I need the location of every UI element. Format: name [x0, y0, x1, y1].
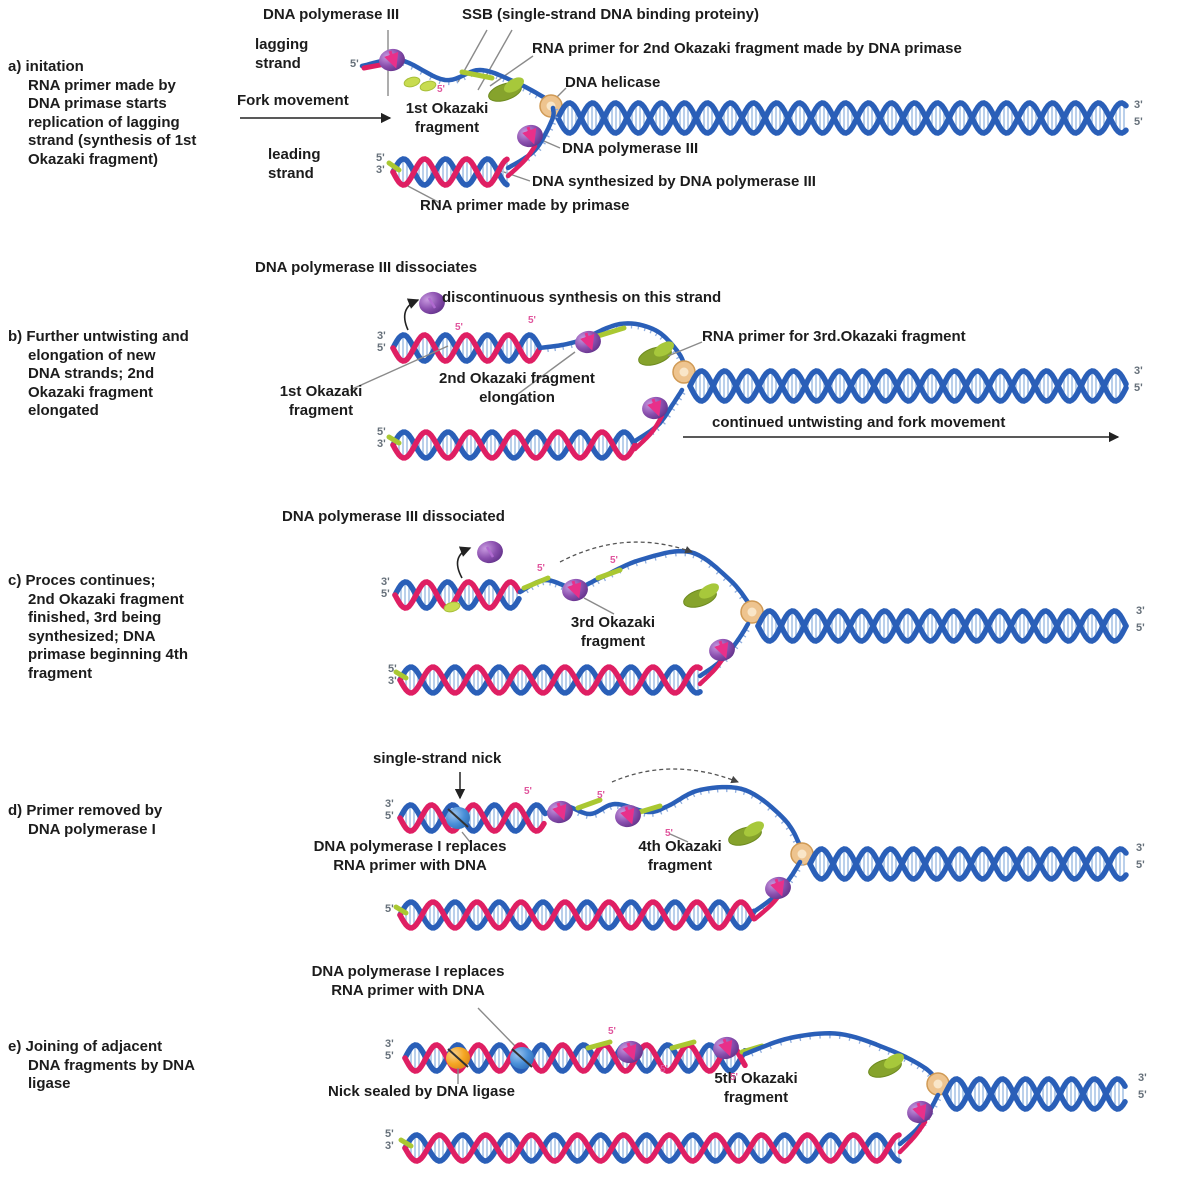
- label-dna-polymerase-iii-mid: DNA polymerase III: [562, 140, 699, 157]
- strand-end-35: 3' 5': [381, 576, 390, 601]
- strand-end-53: 5' 3': [377, 426, 386, 451]
- strand-end-5: 5': [1134, 116, 1143, 128]
- label-continued-untwisting: continued untwisting and fork movement: [712, 414, 1006, 431]
- label-rna-primer-3rd: RNA primer for 3rd.Okazaki fragment: [702, 328, 966, 345]
- label-nick-sealed: Nick sealed by DNA ligase: [328, 1083, 516, 1100]
- strand-end-3: 3': [1136, 605, 1145, 617]
- label-dna-synthesized: DNA synthesized by DNA polymerase III: [532, 173, 816, 190]
- label-fork-movement: Fork movement: [237, 92, 349, 109]
- prime5-mark: 5': [660, 1064, 668, 1075]
- label-pol3-dissociated: DNA polymerase III dissociated: [282, 508, 505, 525]
- label-leading-strand: leading strand: [268, 146, 321, 182]
- strand-end-5: 5': [1134, 382, 1143, 394]
- label-ssb: SSB (single-strand DNA binding proteiny): [462, 6, 759, 23]
- caption-b: b) Further untwisting and elongation of …: [8, 328, 189, 420]
- strand-end-5: 5': [385, 903, 394, 915]
- label-3rd-okazaki: 3rd Okazaki fragment: [570, 614, 656, 650]
- prime5-mark: 5': [537, 563, 545, 574]
- strand-end-3: 3': [1136, 842, 1145, 854]
- caption-e: e) Joining of adjacent DNA fragments by …: [8, 1038, 195, 1093]
- caption-c: c) Proces continues; 2nd Okazaki fragmen…: [8, 572, 189, 682]
- label-5th-okazaki: 5th Okazaki fragment: [714, 1070, 798, 1106]
- label-single-strand-nick: single-strand nick: [373, 750, 502, 767]
- prime5-mark: 5': [665, 828, 673, 839]
- label-rna-primer-primase: RNA primer made by primase: [420, 197, 630, 214]
- label-2nd-okazaki: 2nd Okazaki fragment elongation: [439, 370, 595, 406]
- prime5-mark: 5': [610, 555, 618, 566]
- strand-end-53: 5' 3': [376, 152, 385, 177]
- prime5-mark: 5': [608, 1026, 616, 1037]
- strand-end-53: 5' 3': [385, 1128, 394, 1153]
- label-dna-polymerase-iii-top: DNA polymerase III: [263, 6, 400, 23]
- label-pol3-dissociates: DNA polymerase III dissociates: [255, 259, 478, 276]
- strand-end-35: 3' 5': [385, 1038, 394, 1063]
- prime5-mark: 5': [528, 315, 536, 326]
- strand-end-35: 3' 5': [385, 798, 394, 823]
- strand-end-53: 5' 3': [388, 663, 397, 688]
- caption-d: d) Primer removed by DNA polymerase I: [8, 802, 163, 838]
- strand-end-5: 5': [1136, 622, 1145, 634]
- prime5-mark: 5': [597, 790, 605, 801]
- prime5-mark: 5': [730, 1072, 738, 1083]
- prime5-mark: 5': [524, 786, 532, 797]
- caption-a: a) initation RNA primer made by DNA prim…: [8, 58, 197, 168]
- prime5-mark: 5': [437, 84, 445, 95]
- label-1st-okazaki-b: 1st Okazaki fragment: [279, 383, 363, 419]
- label-pol1-replaces-d: DNA polymerase I replaces RNA primer wit…: [313, 838, 507, 874]
- strand-end-3: 3': [1134, 365, 1143, 377]
- strand-end-3: 3': [1134, 99, 1143, 111]
- label-dna-helicase: DNA helicase: [565, 74, 661, 91]
- label-4th-okazaki: 4th Okazaki fragment: [638, 838, 722, 874]
- prime5-mark: 5': [455, 322, 463, 333]
- prime5-mark: 5': [350, 58, 359, 70]
- label-pol1-replaces-e: DNA polymerase I replaces RNA primer wit…: [311, 963, 505, 999]
- strand-end-35: 3' 5': [377, 330, 386, 355]
- label-lagging-strand: lagging strand: [255, 36, 309, 72]
- strand-end-5: 5': [1136, 859, 1145, 871]
- label-1st-okazaki: 1st Okazaki fragment: [405, 100, 489, 136]
- label-discontinuous: discontinuous synthesis on this strand: [442, 289, 722, 306]
- strand-end-3: 3': [1138, 1072, 1147, 1084]
- strand-end-5: 5': [1138, 1089, 1147, 1101]
- label-rna-primer-2nd: RNA primer for 2nd Okazaki fragment made…: [532, 40, 962, 57]
